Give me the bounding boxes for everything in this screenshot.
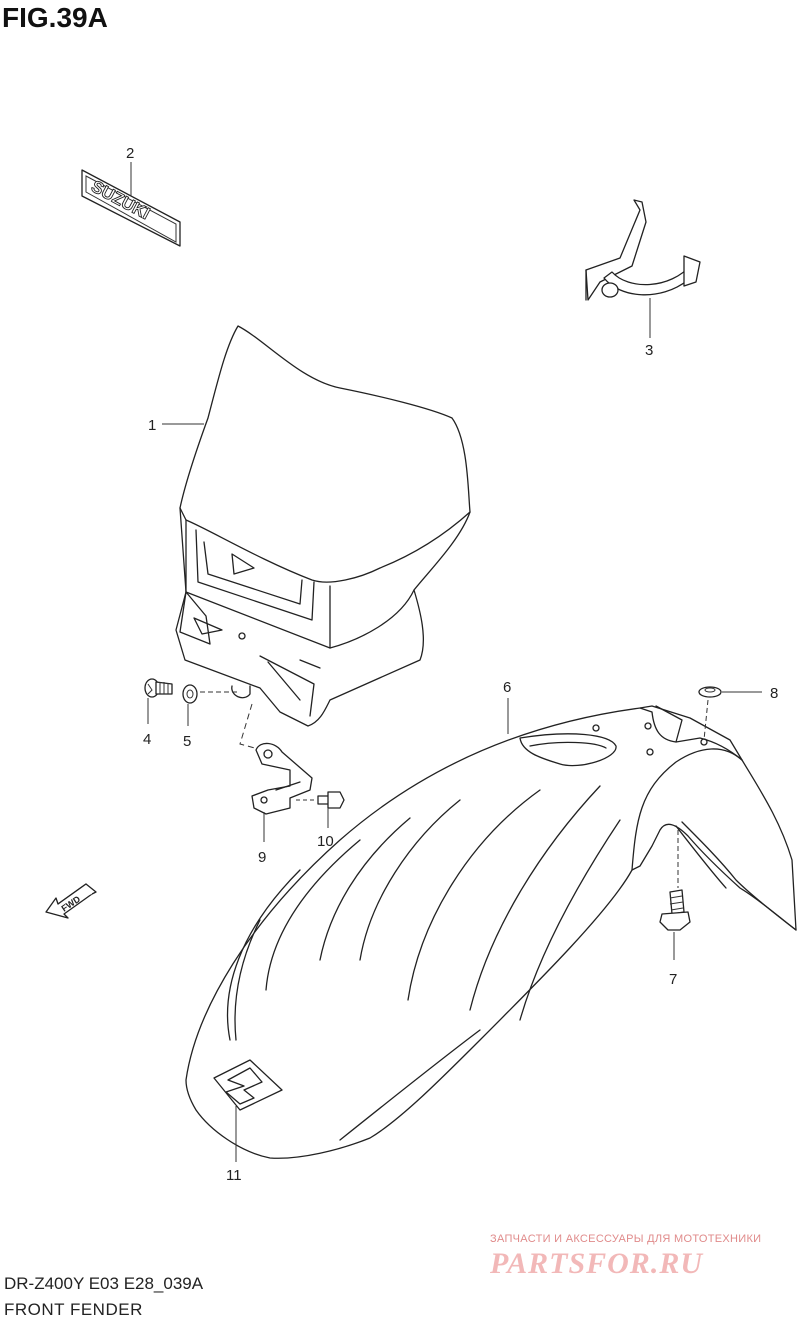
- callout-3: 3: [645, 342, 653, 359]
- front-fender[interactable]: [185, 705, 797, 1159]
- callout-11: 11: [226, 1167, 242, 1184]
- headlight-cover[interactable]: [175, 325, 471, 727]
- callout-10: 10: [317, 833, 334, 850]
- watermark-brand: PARTSFOR.RU: [490, 1247, 703, 1280]
- callout-6: 6: [503, 679, 511, 696]
- fender-decal[interactable]: [213, 1059, 283, 1111]
- headlight-bracket[interactable]: [585, 199, 701, 301]
- washer-part-5[interactable]: [182, 684, 198, 704]
- watermark-tagline: ЗАПЧАСТИ И АКСЕССУАРЫ ДЛЯ МОТОТЕХНИКИ: [490, 1233, 762, 1245]
- callout-8: 8: [770, 685, 778, 702]
- callout-2: 2: [126, 145, 134, 162]
- screw-part-4[interactable]: [144, 678, 173, 698]
- callout-5: 5: [183, 733, 191, 750]
- leader-dash-8: [703, 699, 709, 741]
- section-name: FRONT FENDER: [4, 1300, 143, 1319]
- callout-1: 1: [148, 417, 156, 434]
- grommet-part-8[interactable]: [698, 686, 722, 698]
- fwd-arrow-icon: FWD: [45, 883, 97, 919]
- assembly-line: [239, 703, 263, 751]
- bolt-part-10[interactable]: [317, 791, 345, 809]
- callout-4: 4: [143, 731, 151, 748]
- callout-9: 9: [258, 849, 266, 866]
- bracket-part-9[interactable]: [251, 742, 313, 815]
- callout-7: 7: [669, 971, 677, 988]
- figure-title: FIG.39A: [2, 2, 108, 33]
- bolt-part-7[interactable]: [659, 889, 691, 931]
- model-code: DR-Z400Y E03 E28_039A: [4, 1274, 204, 1293]
